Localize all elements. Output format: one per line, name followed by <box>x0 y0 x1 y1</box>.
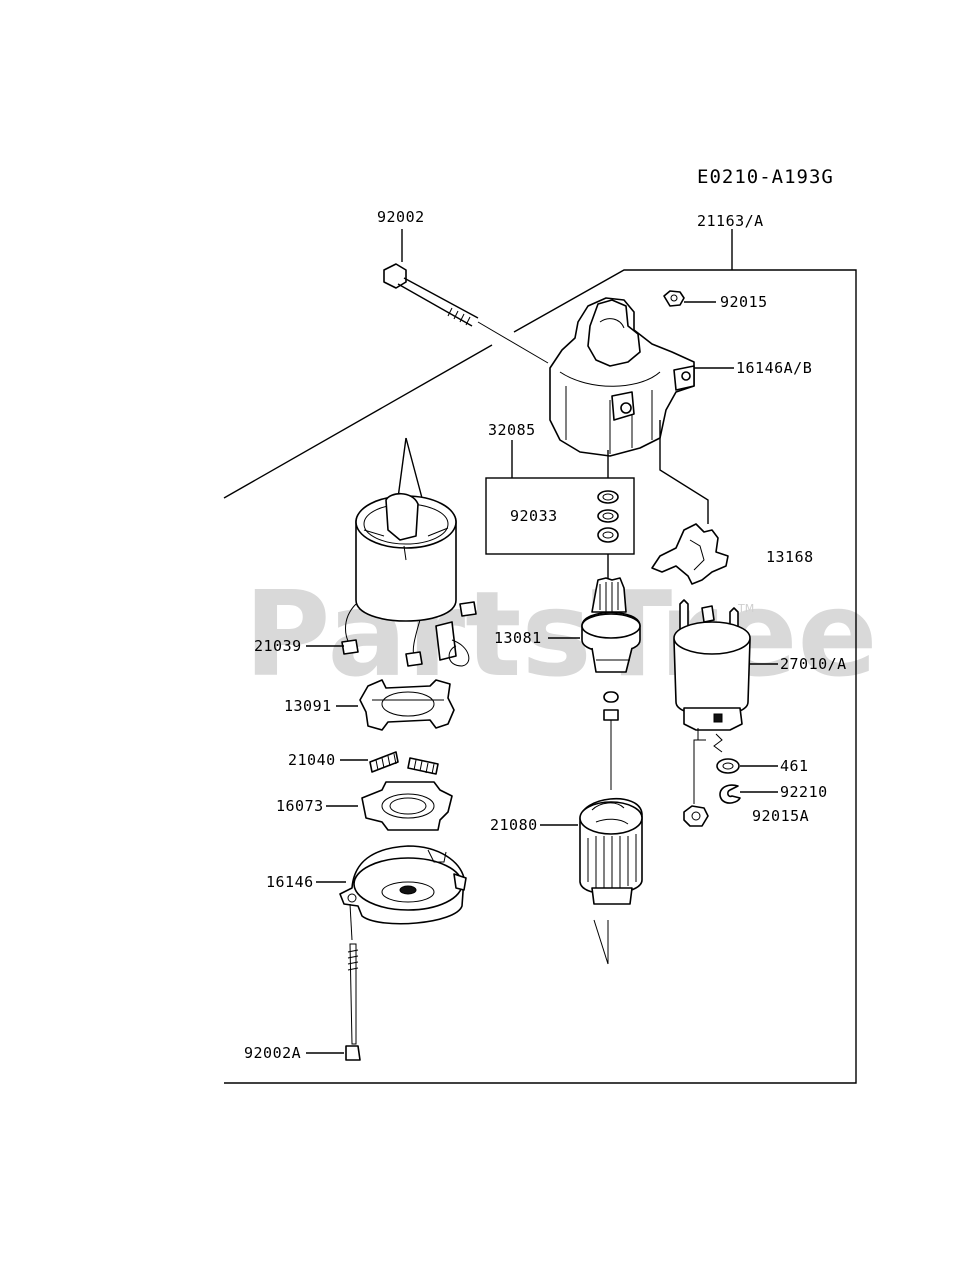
brush-plate-16073[interactable] <box>326 781 453 831</box>
label-27010A: 27010/A <box>780 655 847 673</box>
clip-92210[interactable] <box>719 784 778 804</box>
assembly-frame <box>223 229 857 1084</box>
drive-end-housing[interactable] <box>549 297 695 457</box>
diagram-code: E0210-A193G <box>697 166 834 188</box>
label-21163A: 21163/A <box>697 212 764 230</box>
watermark: PartsTree <box>244 565 878 703</box>
label-21040: 21040 <box>288 751 336 769</box>
end-cover-16146[interactable] <box>316 845 467 925</box>
armature-21080[interactable] <box>540 691 643 965</box>
label-92002: 92002 <box>377 208 425 226</box>
nut-92015A[interactable] <box>683 756 709 827</box>
through-bolt-92002A[interactable] <box>306 903 361 1061</box>
label-92015: 92015 <box>720 293 768 311</box>
label-13168: 13168 <box>766 548 814 566</box>
brush-holder-13091[interactable] <box>359 679 455 731</box>
label-16073: 16073 <box>276 797 324 815</box>
label-16146: 16146 <box>266 873 314 891</box>
label-21039: 21039 <box>254 637 302 655</box>
nut-92015[interactable] <box>663 290 716 307</box>
label-92210: 92210 <box>780 783 828 801</box>
through-bolt-top[interactable] <box>383 229 549 364</box>
brush-springs-21040[interactable] <box>340 751 439 775</box>
label-92002A: 92002A <box>244 1044 301 1062</box>
yoke-21039[interactable] <box>341 437 477 667</box>
label-21080: 21080 <box>490 816 538 834</box>
washer-kit-32085[interactable] <box>485 440 635 580</box>
solenoid-27010A[interactable] <box>673 599 778 756</box>
label-16146AB: 16146A/B <box>736 359 812 377</box>
watermark-trademark: TM <box>737 602 754 615</box>
shift-lever-13168[interactable] <box>651 523 729 585</box>
label-92033: 92033 <box>510 507 558 525</box>
label-461: 461 <box>780 757 809 775</box>
label-92015A: 92015A <box>752 807 809 825</box>
washer-461[interactable] <box>716 758 778 774</box>
label-13091: 13091 <box>284 697 332 715</box>
label-32085: 32085 <box>488 421 536 439</box>
pinion-clutch-13081[interactable] <box>581 577 641 673</box>
label-13081: 13081 <box>494 629 542 647</box>
